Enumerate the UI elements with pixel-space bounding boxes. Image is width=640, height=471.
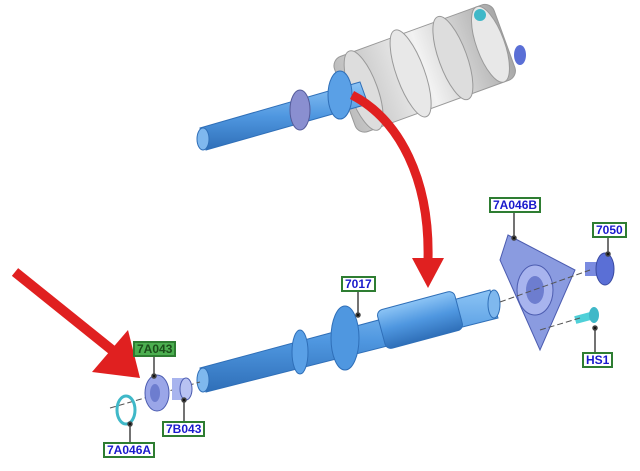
- part-7050: [585, 252, 615, 286]
- pointer-arrow-icon: [11, 268, 140, 378]
- label-7A046A[interactable]: 7A046A: [103, 442, 156, 458]
- spacer-7B043: [172, 377, 193, 401]
- bearing-7A043: [144, 374, 170, 412]
- snap-ring-7A046A: [115, 394, 137, 426]
- bearing-retainer-7A046B: [499, 234, 576, 352]
- label-7A046B[interactable]: 7A046B: [489, 197, 542, 213]
- label-7050[interactable]: 7050: [592, 222, 627, 238]
- label-HS1[interactable]: HS1: [582, 352, 614, 368]
- mainshaft-7017: [196, 289, 501, 393]
- top-mainshaft: [196, 70, 369, 151]
- gear-cluster: [333, 3, 526, 133]
- label-7017[interactable]: 7017: [341, 276, 376, 292]
- curved-arrow-icon: [349, 91, 444, 288]
- label-7B043[interactable]: 7B043: [162, 421, 206, 437]
- leader-lines: [127, 211, 611, 442]
- label-7A043[interactable]: 7A043: [133, 341, 177, 357]
- bolt-HS1: [574, 307, 599, 324]
